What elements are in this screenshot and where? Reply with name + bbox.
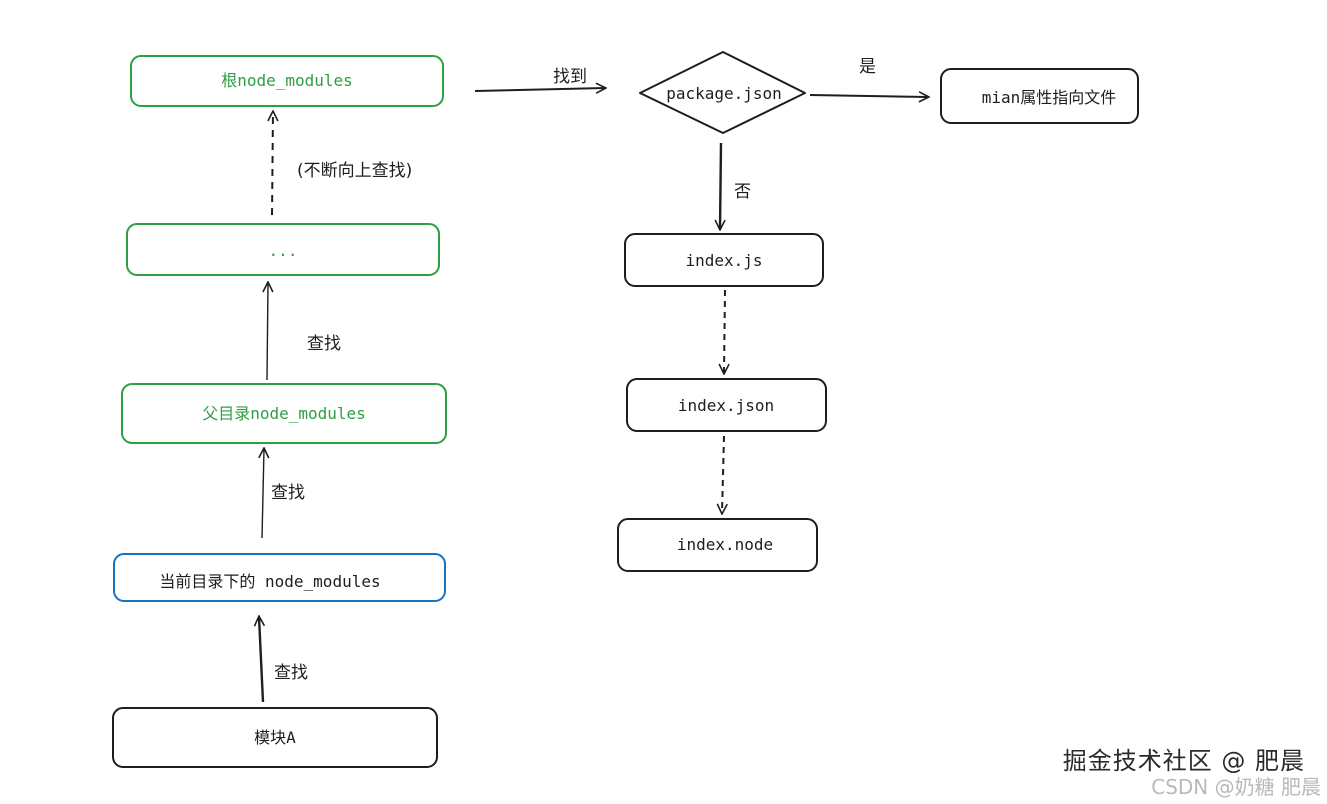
module-a-node: 模块A [112,707,438,768]
search-label-2: 查找 [271,483,305,503]
arrow-index-json-to-index-node [722,435,724,513]
yes-label: 是 [859,57,876,77]
arrow-current-to-parent [262,449,264,539]
ellipsis-text: ... [269,241,298,260]
package-json-text: package.json [666,84,782,103]
found-label: 找到 [553,67,587,87]
main-target-text: mian属性指向文件 [982,88,1117,107]
arrow-root-to-package-json [474,88,605,91]
index-js-text: index.js [685,251,762,270]
juejin-watermark: 掘金技术社区 @ 肥晨 [1062,747,1305,775]
index-node-text: index.node [677,535,773,554]
arrow-package-json-to-main [809,95,928,97]
index-json-text: index.json [678,396,774,415]
index-js-node: index.js [624,233,824,287]
arrow-parent-to-ellipsis [267,283,268,381]
arrow-package-json-to-index-js [720,142,721,229]
current-node-modules-text: 当前目录下的 node_modules [159,572,380,591]
parent-node-modules-node: 父目录node_modules [121,383,447,444]
no-label: 否 [734,182,751,202]
arrow-module-a-to-current [259,617,263,703]
keep-searching-up-label: (不断向上查找) [297,161,412,181]
current-node-modules-node: 当前目录下的 node_modules [113,553,446,602]
search-label-1: 查找 [274,663,308,683]
arrow-index-js-to-index-json [724,289,725,373]
main-target-node: mian属性指向文件 [940,68,1139,124]
parent-node-modules-text: 父目录node_modules [202,404,366,423]
root-node-modules-node: 根node_modules [130,55,444,107]
index-json-node: index.json [626,378,827,432]
package-json-decision: package.json [639,51,806,134]
root-node-modules-text: 根node_modules [221,71,353,90]
module-a-text: 模块A [254,728,296,747]
arrow-ellipsis-to-root-dashed [272,112,273,216]
index-node-node: index.node [617,518,818,572]
search-label-3: 查找 [307,334,341,354]
csdn-watermark: CSDN @奶糖 肥晨 [1151,775,1321,799]
ellipsis-node: ... [126,223,440,276]
